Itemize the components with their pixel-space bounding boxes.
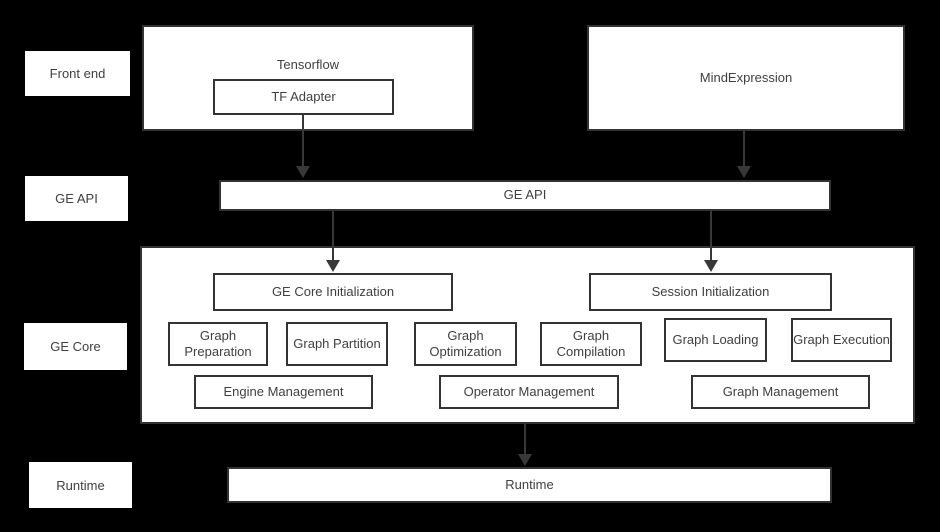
graph-loading-label: Graph Loading bbox=[672, 331, 759, 347]
arrow-stem bbox=[332, 211, 334, 260]
operator-management-label: Operator Management bbox=[463, 383, 595, 399]
tf-adapter-label: TF Adapter bbox=[271, 88, 336, 104]
graph-compilation-label: Graph Compilation bbox=[556, 327, 626, 359]
graph-execution-label: Graph Execution bbox=[793, 331, 890, 347]
row-label-front-end: Front end bbox=[25, 51, 130, 96]
graph-optimization-box: Graph Optimization bbox=[414, 322, 517, 366]
mindexpression-box: MindExpression bbox=[587, 25, 905, 131]
graph-execution-box: Graph Execution bbox=[791, 318, 892, 362]
arrow-ge-api-to-ge-core-init bbox=[326, 211, 340, 272]
graph-partition-box: Graph Partition bbox=[286, 322, 388, 366]
graph-loading-box: Graph Loading bbox=[664, 318, 767, 362]
graph-compilation-box: Graph Compilation bbox=[540, 322, 642, 366]
arrow-stem bbox=[302, 115, 304, 166]
ge-core-initialization-box: GE Core Initialization bbox=[213, 273, 453, 311]
tf-adapter-box: TF Adapter bbox=[213, 79, 394, 115]
runtime-label: Runtime bbox=[505, 476, 554, 492]
arrow-stem bbox=[743, 131, 745, 166]
arrow-stem bbox=[524, 424, 526, 454]
tensorflow-label: Tensorflow bbox=[276, 57, 340, 72]
arrow-mindexpression-to-ge-api bbox=[737, 131, 751, 178]
graph-preparation-label: Graph Preparation bbox=[184, 327, 252, 359]
ge-core-initialization-label: GE Core Initialization bbox=[271, 283, 395, 299]
arrow-ge-api-to-session-init bbox=[704, 211, 718, 272]
arrow-tf-adapter-to-ge-api bbox=[296, 115, 310, 178]
row-label-runtime: Runtime bbox=[29, 462, 132, 508]
arrow-stem bbox=[710, 211, 712, 260]
graph-optimization-label: Graph Optimization bbox=[429, 327, 502, 359]
arrow-head-icon bbox=[737, 166, 751, 178]
graph-preparation-box: Graph Preparation bbox=[168, 322, 268, 366]
engine-management-box: Engine Management bbox=[194, 375, 373, 409]
row-label-ge-api: GE API bbox=[25, 176, 128, 221]
arrow-head-icon bbox=[518, 454, 532, 466]
ge-api-bar: GE API bbox=[219, 180, 831, 211]
arrow-head-icon bbox=[296, 166, 310, 178]
runtime-bar: Runtime bbox=[227, 467, 832, 503]
arrow-head-icon bbox=[326, 260, 340, 272]
graph-partition-label: Graph Partition bbox=[293, 335, 381, 351]
graph-management-label: Graph Management bbox=[722, 383, 839, 399]
ge-api-label: GE API bbox=[503, 187, 547, 203]
arrow-ge-core-to-runtime bbox=[518, 424, 532, 466]
operator-management-box: Operator Management bbox=[439, 375, 619, 409]
session-initialization-box: Session Initialization bbox=[589, 273, 832, 311]
graph-management-box: Graph Management bbox=[691, 375, 870, 409]
mindexpression-label: MindExpression bbox=[699, 69, 793, 85]
session-initialization-label: Session Initialization bbox=[651, 283, 770, 299]
row-label-ge-core: GE Core bbox=[24, 323, 127, 370]
arrow-head-icon bbox=[704, 260, 718, 272]
engine-management-label: Engine Management bbox=[223, 383, 344, 399]
